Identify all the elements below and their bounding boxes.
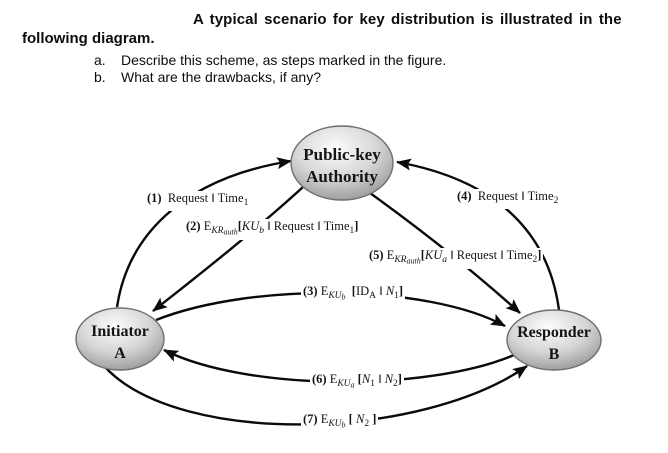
item-b-text: What are the drawbacks, if any?: [121, 69, 321, 85]
arrow-step-1-initiator-to-authority: [115, 157, 292, 308]
message-label-5: (5) EKRauth[KUa ‖ Request ‖ Time2]: [367, 248, 544, 269]
item-a-text: Describe this scheme, as steps marked in…: [121, 52, 447, 68]
item-a-marker: a.: [94, 52, 106, 68]
arrow-step-4-responder-to-authority: [396, 158, 561, 311]
initiator-label-line2: A: [114, 345, 126, 362]
node-public-key-authority: Public-key Authority: [290, 125, 394, 201]
question-intro-line-1: A typical scenario for key distribution …: [193, 11, 622, 28]
message-label-1: (1) Request ‖ Time1: [145, 191, 251, 211]
question-item-a: a. Describe this scheme, as steps marked …: [94, 52, 446, 68]
authority-label-line2: Authority: [306, 167, 378, 186]
item-b-marker: b.: [94, 69, 106, 85]
node-initiator-a: Initiator A: [75, 307, 165, 371]
initiator-ellipse: [75, 307, 165, 371]
responder-ellipse: [506, 309, 602, 371]
question-intro-line-2: following diagram.: [22, 30, 155, 47]
node-responder-b: Responder B: [506, 309, 602, 371]
arrow-step-2-authority-to-initiator: [152, 186, 304, 312]
responder-label-line1: Responder: [517, 324, 591, 341]
message-label-4: (4) Request ‖ Time2: [455, 189, 561, 209]
initiator-label-line1: Initiator: [91, 323, 149, 340]
responder-label-line2: B: [549, 346, 560, 363]
public-key-authority-ellipse: [290, 125, 394, 201]
message-label-7: (7) EKUb [ N2 ]: [301, 412, 379, 433]
message-label-2: (2) EKRauth[KUb ‖ Request ‖ Time1]: [184, 219, 361, 240]
question-item-b: b. What are the drawbacks, if any?: [94, 69, 321, 85]
message-label-6: (6) EKUa [N1 ‖ N2]: [310, 372, 404, 393]
message-label-3: (3) EKUb [IDA ‖ N1]: [301, 284, 406, 305]
authority-label-line1: Public-key: [303, 145, 381, 164]
